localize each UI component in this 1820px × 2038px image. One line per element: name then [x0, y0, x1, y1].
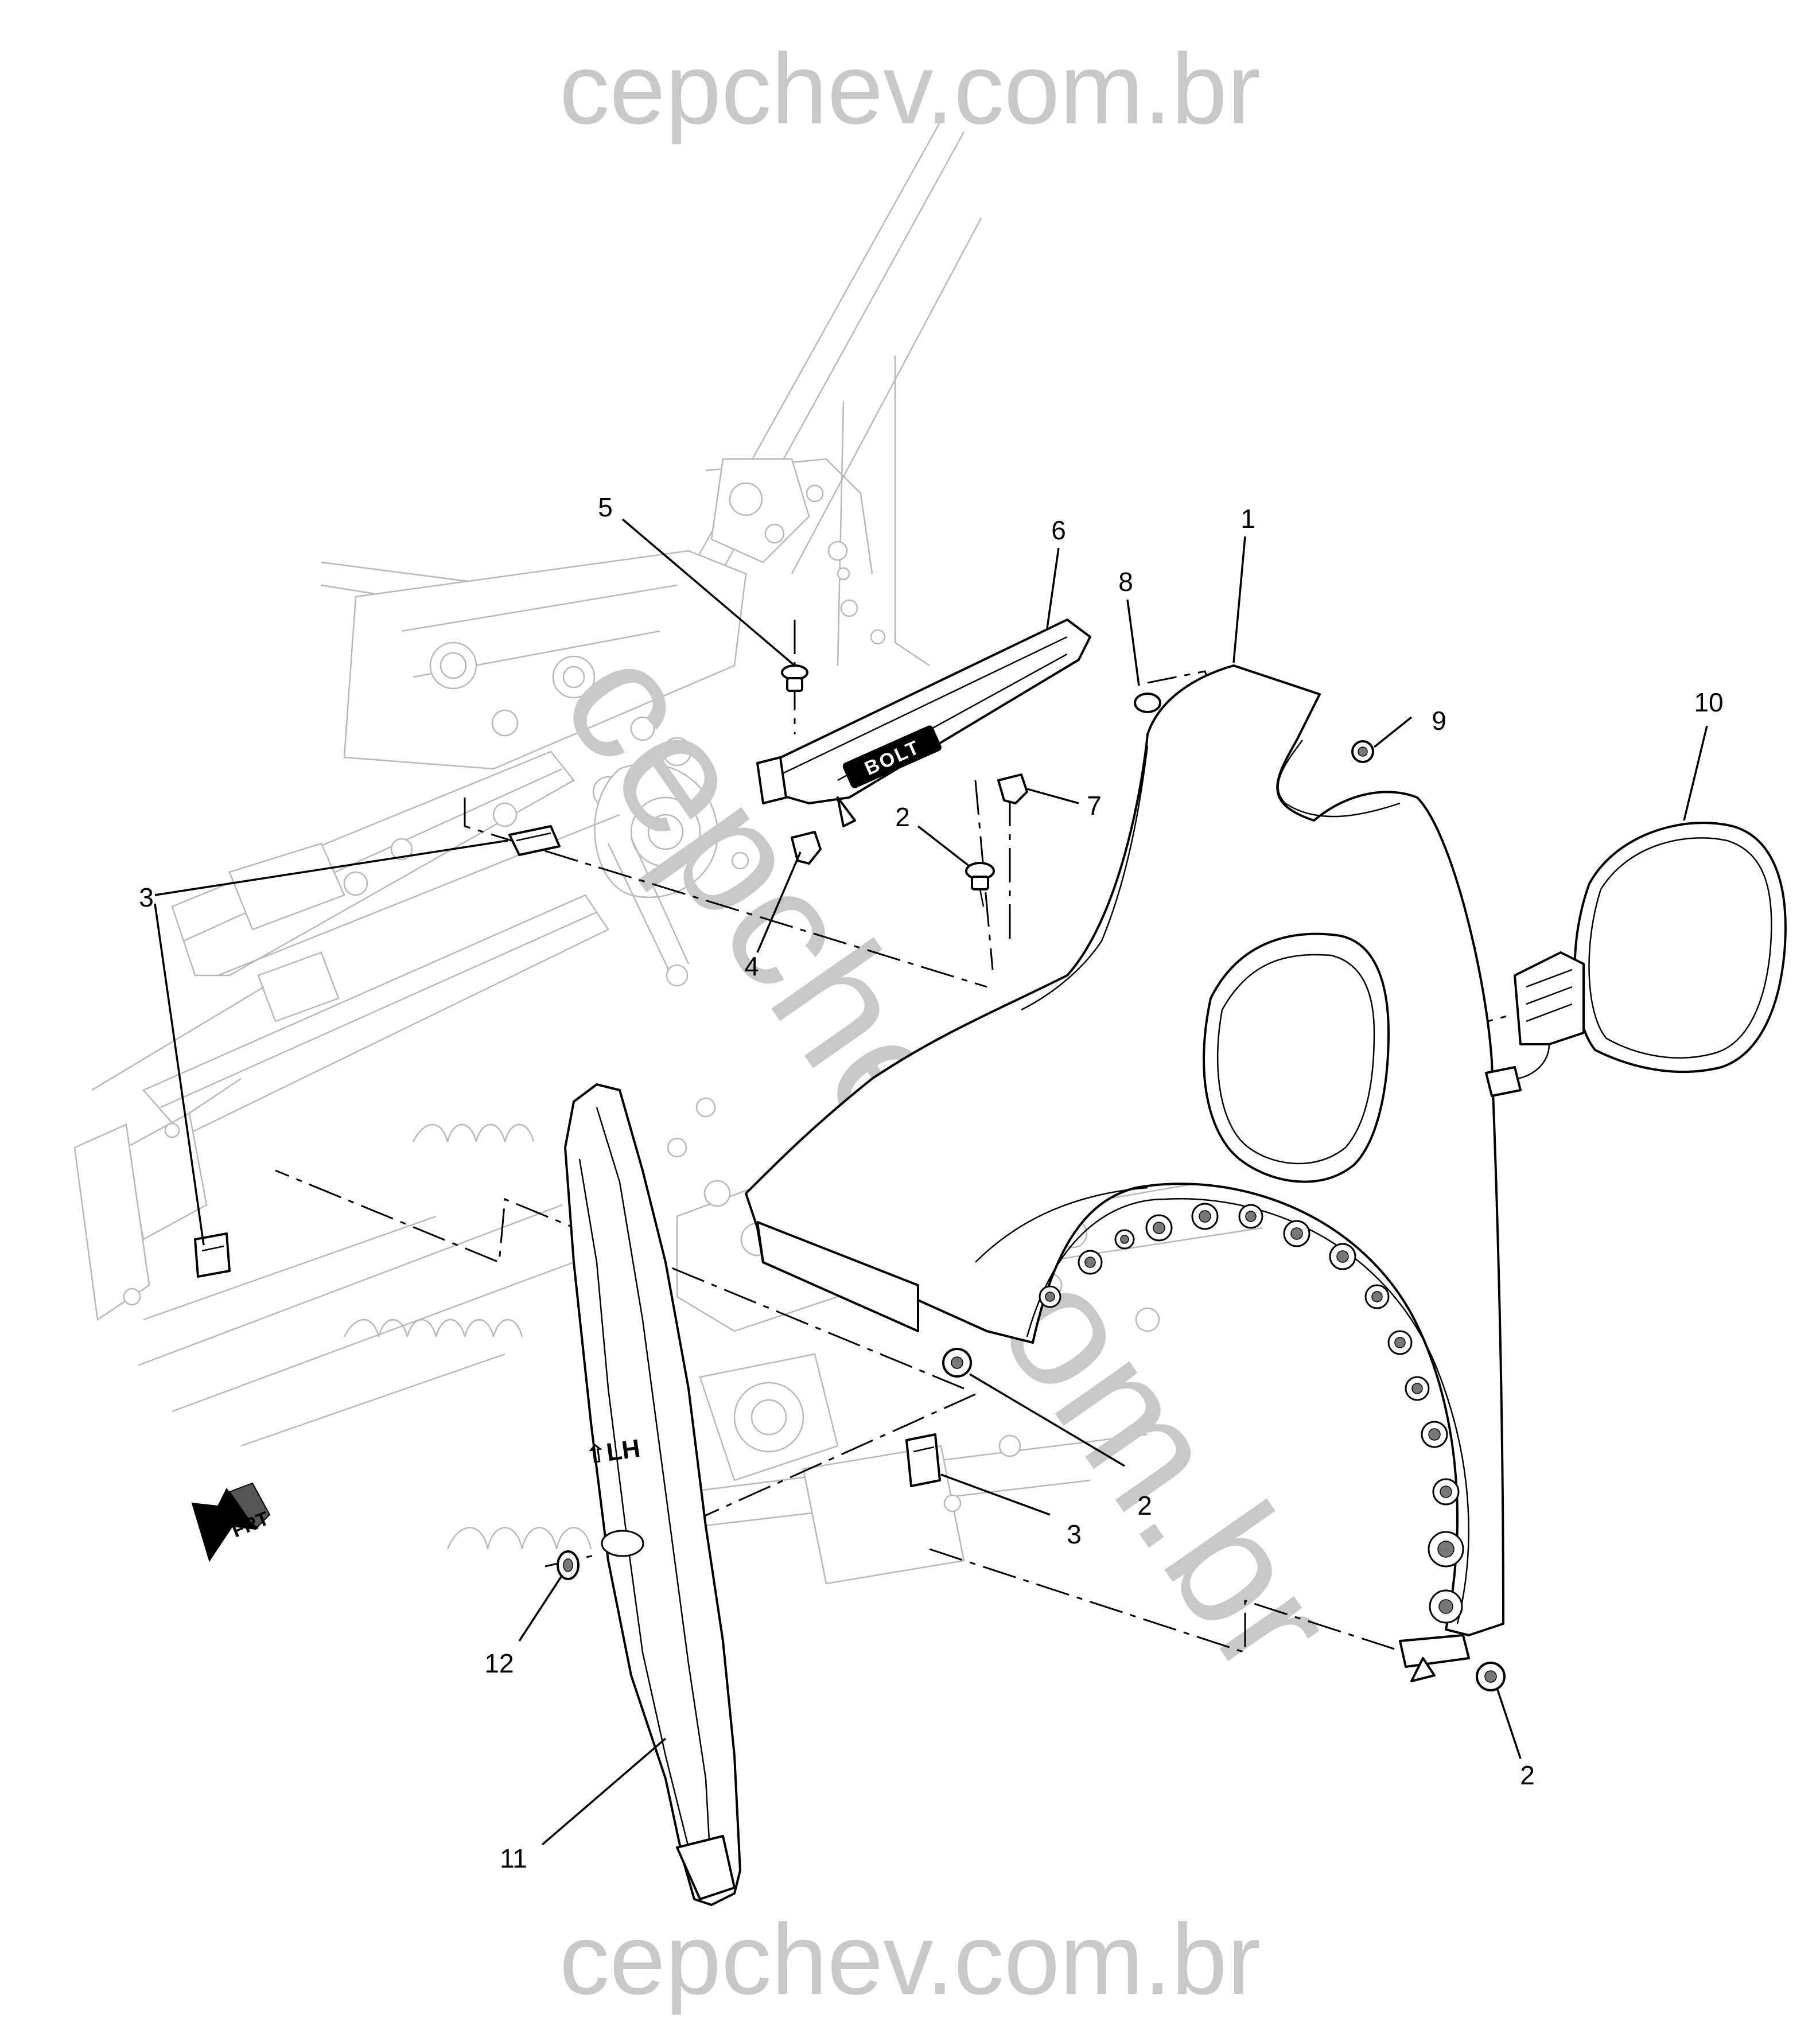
callout-1: 1 — [1240, 504, 1255, 534]
nut-clip-3-lower[interactable] — [905, 1433, 941, 1487]
callout-2-lower: 2 — [1520, 1760, 1535, 1790]
callout-3-lower: 3 — [1067, 1519, 1082, 1549]
nut-12[interactable] — [557, 1550, 580, 1580]
callout-9: 9 — [1432, 706, 1446, 736]
front-direction-indicator: FRT — [191, 1482, 272, 1562]
bolt-2-middle[interactable] — [942, 1348, 972, 1378]
nut-clip-3-left[interactable] — [194, 1232, 231, 1278]
lower-rail-corrugation — [343, 1123, 592, 1550]
callout-10: 10 — [1694, 687, 1723, 717]
callout-11: 11 — [500, 1843, 527, 1873]
callout-labels: 5 6 8 1 9 10 7 2 4 3 2 3 2 12 11 — [139, 492, 1723, 1873]
watermark-top: cepchev.com.br — [559, 33, 1261, 145]
callout-8: 8 — [1118, 567, 1133, 597]
vehicle-body-structure — [73, 120, 1263, 1585]
bolt-5[interactable] — [781, 664, 808, 706]
leader-lines — [154, 518, 1708, 1846]
bolt-2-upper[interactable] — [965, 862, 995, 907]
callout-2-upper: 2 — [895, 802, 910, 832]
bolt-9[interactable] — [1351, 740, 1374, 763]
nut-clip-3-upper[interactable] — [508, 825, 561, 856]
fender-seal-lh[interactable]: ⇧LH — [564, 1083, 741, 1906]
clip-7[interactable] — [997, 773, 1028, 804]
front-arrow-icon — [191, 1482, 271, 1562]
callout-2-middle: 2 — [1137, 1491, 1152, 1520]
callout-3-left: 3 — [139, 882, 154, 912]
plug-8[interactable] — [1134, 693, 1161, 713]
callout-6: 6 — [1051, 515, 1066, 545]
callout-4: 4 — [744, 951, 759, 981]
fender-wheel-opening-holes — [1039, 1203, 1464, 1624]
fuel-door[interactable] — [1485, 822, 1787, 1097]
fender-upper-bracket-with-badge[interactable]: BOLT — [756, 619, 1091, 827]
callout-7: 7 — [1087, 791, 1102, 820]
watermark-bottom: cepchev.com.br — [559, 1904, 1261, 2016]
callout-5: 5 — [598, 492, 613, 522]
callout-12: 12 — [484, 1648, 514, 1678]
fender[interactable] — [745, 664, 1504, 1682]
bolt-2-lower[interactable] — [1476, 1662, 1506, 1691]
